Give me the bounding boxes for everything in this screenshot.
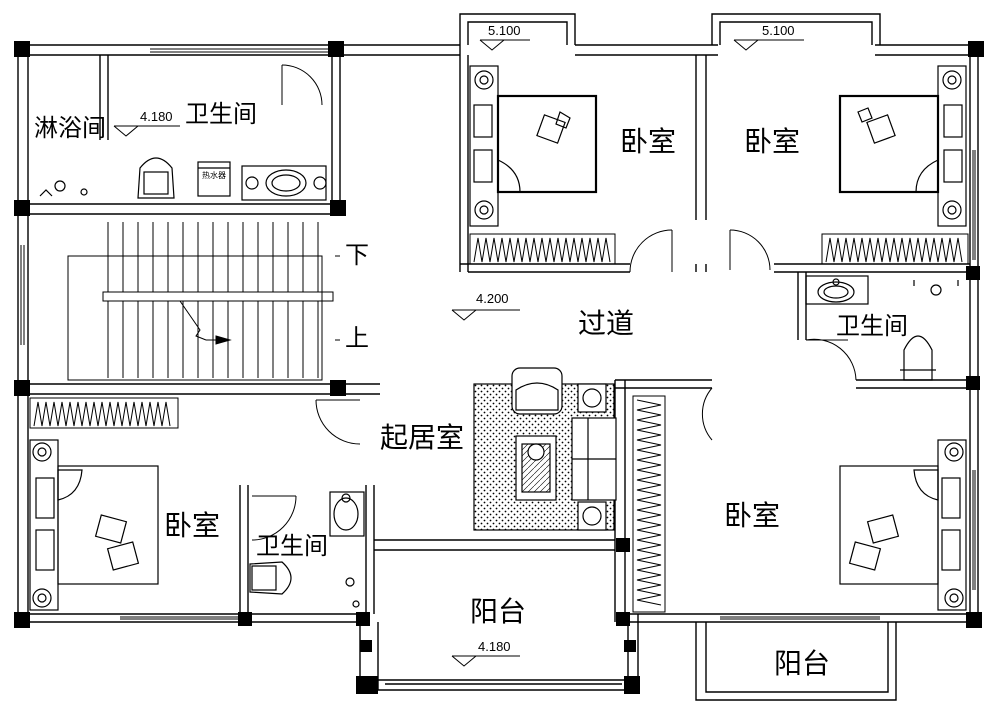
stair-down-label: 下 (345, 241, 369, 269)
stair-up-label: 上 (345, 324, 369, 352)
elevation-corridor: 4.200 (476, 291, 509, 306)
windows (20, 48, 976, 620)
staircase (67, 222, 340, 381)
balcony-right-outline (695, 622, 897, 701)
bathroom-label-bottom: 卫生间 (256, 532, 328, 560)
corridor-label: 过道 (578, 307, 635, 340)
water-heater-label: 热水器 (202, 171, 226, 180)
bay-window-left (459, 13, 576, 272)
bathroom-label-top-left: 卫生间 (185, 100, 257, 128)
bedroom-label-bottom-left: 卧室 (164, 509, 221, 542)
elevation-markers (113, 39, 804, 667)
bay-window-right (711, 13, 881, 45)
bed-top-right (838, 65, 967, 227)
balcony-label-center: 阳台 (470, 595, 527, 628)
bath-bottom-fixtures (249, 491, 365, 608)
columns (14, 41, 984, 694)
bathroom-label-right: 卫生间 (836, 312, 908, 340)
living-room-furniture (473, 367, 617, 531)
elevation-bath-top-left: 4.180 (140, 109, 173, 124)
bedroom-label-bottom-right: 卧室 (724, 499, 781, 532)
elevation-bay-right: 5.100 (762, 23, 795, 38)
wardrobe-bottom-left (29, 397, 179, 429)
shower-room-label: 淋浴间 (34, 114, 106, 142)
bath-right-fixtures (805, 275, 959, 381)
bed-top-mid (469, 65, 598, 227)
wardrobe-top-right (821, 233, 969, 265)
wardrobe-right-vertical (632, 395, 666, 613)
wardrobe-top-mid (469, 233, 616, 265)
elevation-bay-left: 5.100 (488, 23, 521, 38)
balcony-center-outline (359, 614, 639, 691)
bed-bottom-right (839, 439, 967, 611)
exterior-walls (17, 44, 979, 623)
elevation-balcony: 4.180 (478, 639, 511, 654)
bedroom-label-top-right: 卧室 (744, 125, 801, 158)
bed-bottom-left (29, 439, 159, 611)
doors (251, 64, 857, 541)
balcony-label-right: 阳台 (774, 647, 831, 680)
bedroom-label-top-mid: 卧室 (620, 125, 677, 158)
living-room-label: 起居室 (380, 421, 465, 454)
bath-top-left-fixtures (39, 157, 327, 201)
